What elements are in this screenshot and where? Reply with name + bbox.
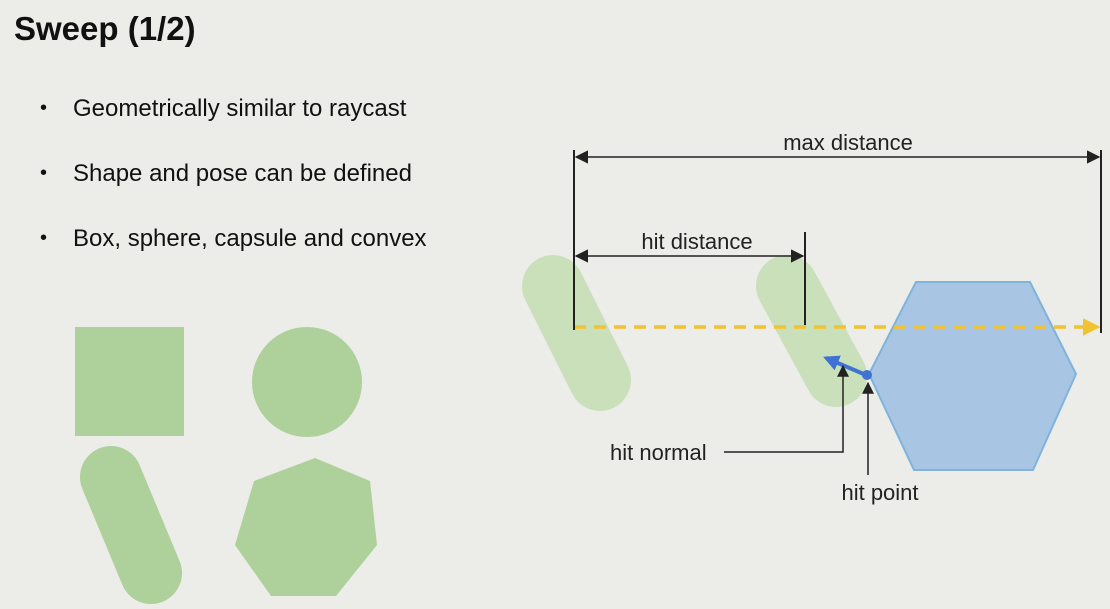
convex-shape xyxy=(235,458,377,596)
capsule-shape xyxy=(80,446,182,604)
hit-capsule xyxy=(756,255,867,407)
max-distance-label: max distance xyxy=(783,130,913,155)
bullet-item: Shape and pose can be defined xyxy=(40,153,427,194)
hit-point-dot xyxy=(862,370,872,380)
slide-title: Sweep (1/2) xyxy=(14,10,196,47)
sphere-shape xyxy=(252,327,362,437)
hexagon-obstacle xyxy=(867,281,1078,471)
bullet-list: Geometrically similar to raycast Shape a… xyxy=(40,88,427,283)
hit-normal-leader xyxy=(724,364,849,453)
hit-normal-label: hit normal xyxy=(610,440,707,465)
hit-point-label: hit point xyxy=(841,480,918,505)
bullet-item: Geometrically similar to raycast xyxy=(40,88,427,129)
hit-distance-label: hit distance xyxy=(641,229,752,254)
bullet-item: Box, sphere, capsule and convex xyxy=(40,218,427,259)
start-capsule xyxy=(522,255,631,411)
box-shape xyxy=(75,327,184,436)
